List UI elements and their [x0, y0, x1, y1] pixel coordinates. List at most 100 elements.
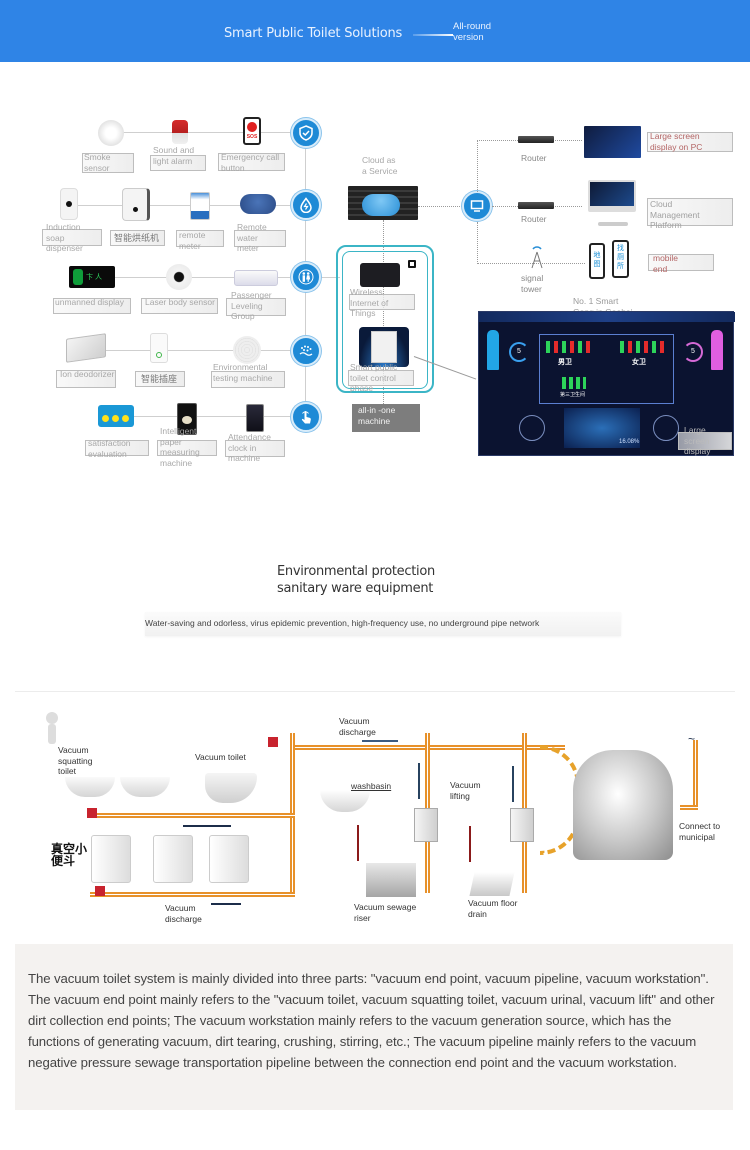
device-label-deodorizer: Ion deodorizer — [60, 369, 115, 379]
cloud-label: Cloud as a Service — [362, 155, 398, 176]
label-discharge-bottom: Vacuum discharge — [165, 903, 202, 924]
male-figure-icon — [487, 330, 499, 370]
pipe-toilet-branch — [90, 813, 295, 818]
label-vacuum-urinal: 真空小便斗 — [51, 842, 88, 868]
device-label-env-tester: Environmental testing machine — [213, 362, 273, 383]
label-box — [56, 370, 116, 388]
mobile-label: mobile end — [653, 253, 679, 274]
unmanned-display-icon: 卞 人 — [69, 266, 115, 288]
dashboard-topbar — [479, 312, 735, 322]
flow-arrow-up — [512, 766, 514, 802]
male-count: 5 — [509, 342, 529, 362]
env-title-line2: sanitary ware equipment — [277, 581, 434, 596]
paper-machine-icon — [177, 403, 197, 435]
signal-tower-icon — [530, 245, 544, 269]
row-line — [80, 350, 290, 351]
device-label-passenger: Passenger Leveling Group — [231, 290, 272, 321]
pipe-municipal — [693, 740, 698, 810]
label-box — [150, 155, 206, 171]
squatting-toilet-image — [120, 777, 170, 797]
remote-meter-icon — [190, 192, 210, 220]
alarm-icon — [172, 120, 188, 144]
label-discharge-top: Vacuum discharge — [339, 716, 376, 737]
connector-dotted — [477, 263, 585, 264]
device-label-laser-sensor: Laser body sensor — [145, 297, 215, 307]
control-label: Smart public toilet control phase — [350, 362, 398, 393]
shield-check-icon — [299, 125, 313, 141]
flow-arrow-right — [211, 903, 241, 905]
device-label-paper-machine: Intelligent paper measuring machine — [160, 426, 200, 468]
smoke-sensor-icon — [98, 120, 124, 146]
node-touch — [291, 402, 321, 432]
router-icon — [518, 136, 554, 143]
vacuum-toilet-image — [205, 773, 257, 803]
device-label-paper-dispenser: 智能烘纸机 — [114, 233, 160, 243]
plug-icon — [408, 260, 416, 268]
label-sewage-riser: Vacuum sewage riser — [354, 902, 417, 923]
connector-dotted — [477, 222, 478, 264]
row-line — [70, 205, 290, 206]
label-box — [226, 298, 286, 316]
label-box — [349, 294, 415, 310]
control-box-icon — [359, 327, 409, 367]
label-box — [225, 440, 285, 457]
keyboard-icon — [598, 222, 628, 226]
node-environment — [291, 336, 321, 366]
device-label-smoke-sensor: Smoke sensor — [84, 152, 111, 173]
env-title-line1: Environmental protection — [277, 564, 435, 579]
urinal-image — [91, 835, 131, 883]
female-room-label: 女卫 — [632, 359, 646, 366]
page-title: Smart Public Toilet Solutions — [224, 26, 403, 41]
label-municipal: Connect to municipal — [679, 821, 721, 842]
label-box — [348, 370, 414, 386]
iot-outer-frame — [336, 245, 434, 393]
flow-arrow-down — [357, 825, 359, 861]
female-figure-icon — [711, 330, 723, 370]
device-label-water-meter: Remote water meter — [237, 222, 267, 253]
header-subtitle: All-round version — [453, 21, 513, 43]
flow-arrow-right — [362, 740, 398, 742]
node-water — [291, 190, 321, 220]
passenger-sensor-icon — [234, 270, 278, 286]
urinal-image — [153, 835, 193, 883]
connector-dotted — [383, 220, 384, 430]
control-box-image — [414, 808, 438, 842]
valve-icon — [95, 886, 105, 896]
pc-display-label: Large screen display on PC — [650, 131, 703, 152]
deodorizer-icon — [66, 333, 106, 363]
satisfaction-icon — [98, 405, 134, 427]
tower-label: signal tower — [521, 273, 544, 294]
pipe-municipal-h — [680, 805, 698, 810]
label-vacuum-toilet: Vacuum toilet — [195, 752, 246, 762]
label-box — [647, 198, 733, 226]
iot-inner-frame — [342, 251, 428, 389]
floor-plan: 男卫 女卫 第三卫生间 — [539, 334, 674, 404]
dashboard-map — [564, 408, 640, 448]
device-label-attendance: Attendance clock in machine — [228, 432, 272, 463]
dashboard-percent: 16.08% — [619, 439, 640, 445]
worker-figure-icon — [36, 712, 66, 748]
row-line — [320, 277, 340, 278]
floor-drain-image — [469, 872, 515, 896]
washbasin-image — [320, 790, 370, 812]
label-floor-drain: Vacuum floor drain — [468, 898, 518, 919]
cloud-server-icon — [348, 186, 418, 220]
section-divider — [15, 691, 735, 692]
all-in-one-box — [352, 404, 420, 432]
device-label-sos: Emergency call button — [221, 152, 280, 173]
touch-icon — [301, 411, 311, 424]
node-hub — [462, 191, 492, 221]
attendance-icon — [246, 404, 264, 432]
label-box — [42, 229, 102, 246]
label-box — [218, 153, 285, 171]
header-banner — [0, 0, 750, 62]
label-box — [211, 371, 285, 388]
row-line — [116, 416, 290, 417]
device-label-satisfaction: satisfaction evaluation — [88, 438, 131, 459]
flow-arrow-up — [418, 763, 420, 799]
device-label-smart-socket: 智能插座 — [141, 374, 178, 384]
label-box — [647, 132, 733, 152]
vacuum-workstation-image — [573, 750, 673, 860]
label-box — [234, 230, 286, 247]
label-box — [53, 298, 131, 314]
